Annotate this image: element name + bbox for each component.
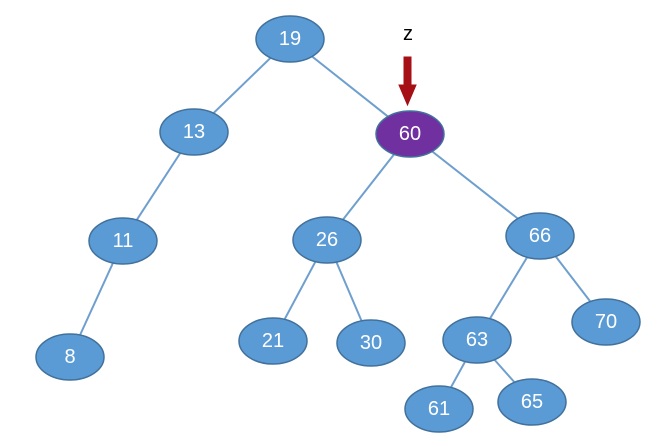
node-30: 30 bbox=[336, 319, 406, 367]
node-66: 66 bbox=[505, 212, 575, 260]
node-26: 26 bbox=[292, 216, 362, 264]
node-label: 60 bbox=[399, 123, 421, 145]
node-ellipse bbox=[238, 317, 308, 365]
node-8: 8 bbox=[35, 333, 105, 381]
node-label: 21 bbox=[262, 330, 284, 352]
node-19: 19 bbox=[255, 15, 325, 63]
node-ellipse bbox=[505, 212, 575, 260]
node-ellipse bbox=[292, 216, 362, 264]
node-label: 13 bbox=[183, 121, 205, 143]
node-label: 11 bbox=[113, 230, 134, 252]
node-61: 61 bbox=[404, 385, 474, 433]
pointer-arrow-head bbox=[398, 84, 417, 107]
pointer-arrow-shaft bbox=[403, 56, 412, 88]
node-label: 63 bbox=[466, 329, 488, 351]
pointer-z: z bbox=[398, 23, 417, 107]
node-label: 30 bbox=[360, 332, 382, 354]
node-ellipse bbox=[497, 378, 567, 426]
node-65: 65 bbox=[497, 378, 567, 426]
node-label: 19 bbox=[279, 28, 301, 50]
node-ellipse bbox=[88, 217, 158, 265]
node-ellipse bbox=[159, 108, 229, 156]
node-ellipse bbox=[336, 319, 406, 367]
node-ellipse bbox=[255, 15, 325, 63]
node-ellipse bbox=[571, 298, 641, 346]
node-13: 13 bbox=[159, 108, 229, 156]
node-label: 66 bbox=[529, 225, 551, 247]
node-70: 70 bbox=[571, 298, 641, 346]
node-label: 8 bbox=[64, 346, 75, 368]
node-label: 65 bbox=[521, 391, 543, 413]
node-60: 60 bbox=[375, 110, 445, 158]
node-layer: 19 13 60 11 8 26 66 21 30 63 70 61 65 bbox=[35, 15, 641, 433]
node-ellipse bbox=[375, 110, 445, 158]
node-ellipse bbox=[442, 316, 512, 364]
node-21: 21 bbox=[238, 317, 308, 365]
node-ellipse bbox=[35, 333, 105, 381]
node-label: 61 bbox=[428, 398, 450, 420]
pointer-label: z bbox=[403, 23, 413, 45]
node-63: 63 bbox=[442, 316, 512, 364]
node-label: 70 bbox=[595, 311, 617, 333]
node-label: 26 bbox=[316, 229, 338, 251]
node-ellipse bbox=[404, 385, 474, 433]
node-11: 11 bbox=[88, 217, 158, 265]
